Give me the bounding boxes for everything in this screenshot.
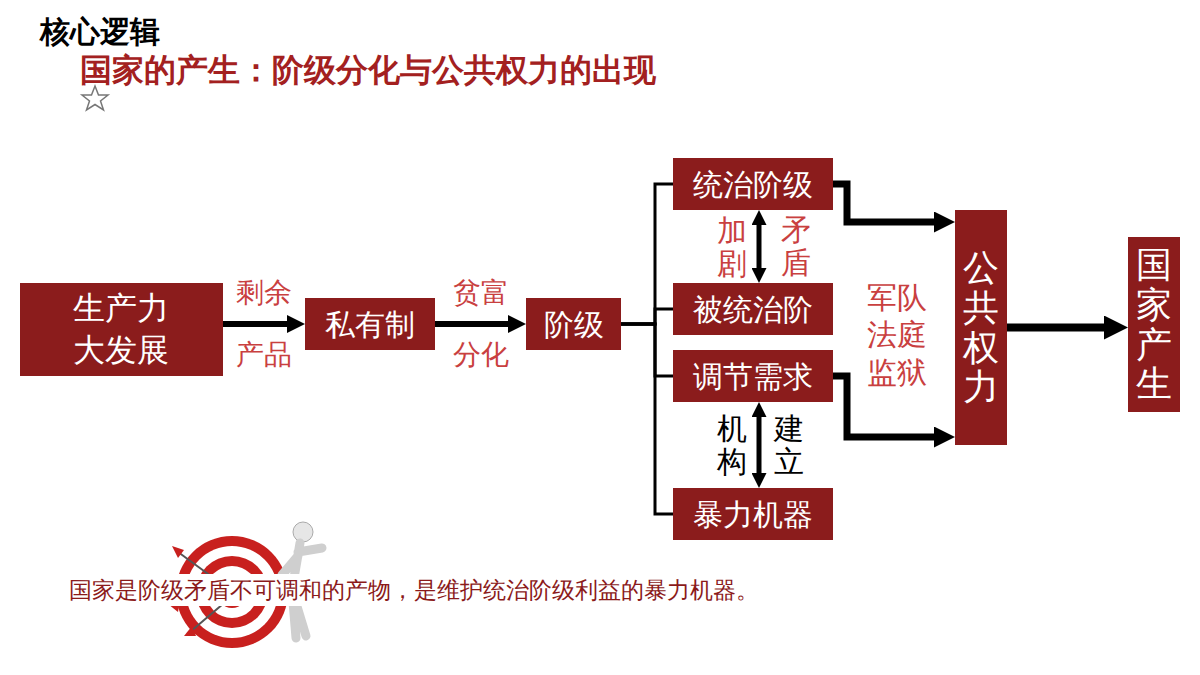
diagram-title: 国家的产生：阶级分化与公共权力的出现: [80, 50, 656, 90]
box-text: 阶级: [544, 305, 604, 344]
box-text: 公共权力: [963, 248, 999, 406]
process-box: 阶级: [526, 298, 621, 350]
box-text: 被统治阶: [693, 290, 813, 329]
caption: 国家是阶级矛盾不可调和的产物，是维护统治阶级利益的暴力机器。: [66, 574, 762, 606]
edge-label: 机构: [717, 412, 747, 478]
edge-label: 剩余产品: [236, 262, 292, 386]
box-text: 暴力机器: [693, 495, 813, 534]
bracket-line: [621, 184, 673, 324]
arrow-connector: [435, 321, 512, 327]
process-box: 私有制: [305, 298, 435, 350]
edge-label: 加剧: [717, 214, 747, 280]
box-text: 私有制: [325, 305, 415, 344]
note-label: 军队法庭监狱: [867, 279, 927, 392]
arrow-connector: [833, 184, 938, 222]
box-text: 统治阶级: [693, 165, 813, 204]
bracket-line: [621, 324, 673, 376]
process-box: 被统治阶: [673, 283, 833, 335]
box-text: 国家产生: [1136, 245, 1172, 403]
note-label: 建立: [774, 412, 804, 478]
arrow-connector: [223, 321, 291, 327]
edge-label: 贫富分化: [453, 262, 509, 386]
bracket-line: [621, 309, 673, 324]
arrow-connector: [757, 222, 762, 271]
vertical-box: 国家产生: [1128, 237, 1180, 412]
box-text: 生产力 大发展: [67, 288, 176, 371]
vertical-box: 公共权力: [955, 210, 1007, 445]
process-box: 暴力机器: [673, 488, 833, 540]
star-icon: [82, 86, 108, 110]
section-heading: 核心逻辑: [40, 14, 160, 50]
arrow-connector: [1007, 324, 1109, 332]
bracket-line: [621, 324, 673, 514]
box-text: 调节需求: [693, 357, 813, 396]
arrow-connector: [757, 414, 762, 476]
process-box: 统治阶级: [673, 158, 833, 210]
process-box: 生产力 大发展: [20, 283, 223, 376]
note-label: 矛盾: [781, 213, 811, 279]
process-box: 调节需求: [673, 350, 833, 402]
